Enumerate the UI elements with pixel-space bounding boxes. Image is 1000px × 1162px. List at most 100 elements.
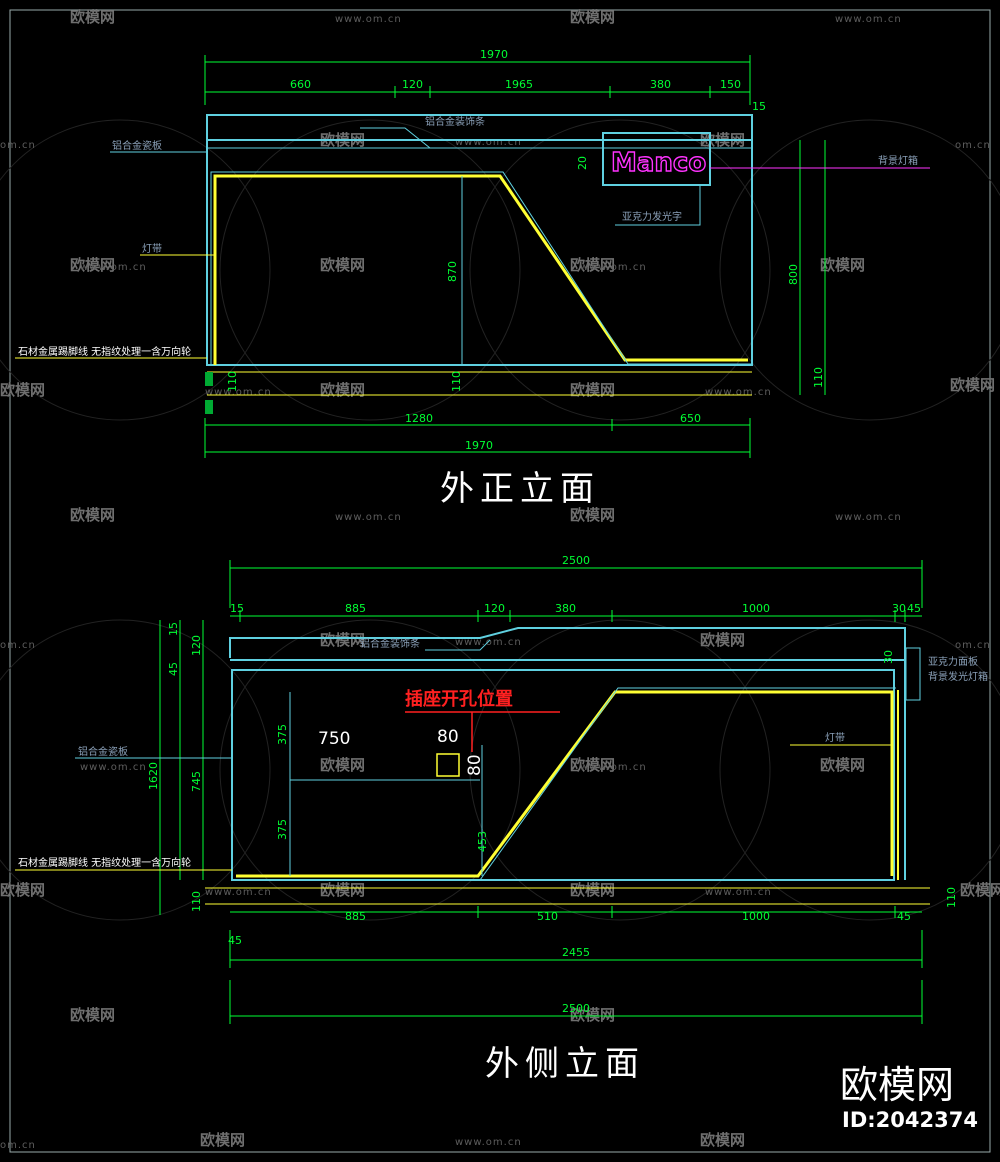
front-total-width-top: 1970 <box>480 48 508 61</box>
front-note-left-2: 灯带 <box>142 243 162 255</box>
watermark-url: www.om.cn <box>580 262 647 273</box>
side-left-dim-1: 15 <box>167 622 180 636</box>
side-left-dim-3: 120 <box>190 635 203 656</box>
front-bottom-seg-2: 650 <box>680 412 701 425</box>
side-top-seg-4: 380 <box>555 602 576 615</box>
front-elevation: 1970 660 120 1965 380 150 15 870 Manco 2… <box>15 48 930 509</box>
front-note-left-1: 铝合金瓷板 <box>112 139 162 152</box>
watermark-url: www.om.cn <box>80 262 147 273</box>
watermark-url: www.om.cn <box>580 762 647 773</box>
side-note-right-2: 背景发光灯箱 <box>928 670 988 683</box>
side-elevation-title: 外侧立面 <box>485 1044 645 1084</box>
watermark-brand: 欧模网 <box>0 881 45 899</box>
front-right-dim-110: 110 <box>812 367 825 388</box>
watermark-brand: 欧模网 <box>820 756 865 774</box>
front-counter-body <box>206 114 753 366</box>
side-right-base: 110 <box>945 887 958 908</box>
watermark-url-short: om.cn <box>0 640 36 651</box>
watermark-brand: 欧模网 <box>320 631 365 649</box>
watermark-brand: 欧模网 <box>320 881 365 899</box>
watermark-brand: 欧模网 <box>570 381 615 399</box>
side-counter-profile <box>236 690 894 878</box>
side-inner-dim-2: 375 <box>276 819 289 840</box>
side-left-dim-2: 45 <box>167 662 180 676</box>
watermark-brand: 欧模网 <box>70 256 115 274</box>
watermark-url: www.om.cn <box>705 387 772 398</box>
watermark-url: www.om.cn <box>835 14 902 25</box>
side-note-right-1: 亚克力面板 <box>928 655 978 668</box>
side-bottom-seg-4: 45 <box>897 910 911 923</box>
front-note-right: 背景灯箱 <box>878 154 918 167</box>
front-right-dim-800: 800 <box>787 264 800 285</box>
front-note-logo: 亚克力发光字 <box>622 210 682 223</box>
front-elevation-title: 外正立面 <box>440 469 600 509</box>
watermark-brand: 欧模网 <box>0 381 45 399</box>
front-top-seg-4: 380 <box>650 78 671 91</box>
front-note-left-3: 石材金属踢脚线 无指纹处理一含万向轮 <box>18 345 191 358</box>
watermark-stamp: 欧模网 ID:2042374 <box>840 1063 978 1132</box>
side-top-seg-7: 45 <box>907 602 921 615</box>
side-bottom-total: 2500 <box>562 1002 590 1015</box>
watermark-url: www.om.cn <box>705 887 772 898</box>
side-note-top: 铝合金装饰条 <box>360 637 420 650</box>
front-top-seg-5: 150 <box>720 78 741 91</box>
side-left-total: 1620 <box>147 762 160 790</box>
side-top-seg-5: 1000 <box>742 602 770 615</box>
side-note-right-3: 灯带 <box>825 732 845 744</box>
side-left-inner: 745 <box>190 771 203 792</box>
watermark-brand: 欧模网 <box>70 506 115 524</box>
front-top-seg-3: 1965 <box>505 78 533 91</box>
side-top-seg-3: 120 <box>484 602 505 615</box>
side-top-seg-2: 885 <box>345 602 366 615</box>
stamp-brand: 欧模网 <box>840 1063 954 1107</box>
front-mid-height: 870 <box>446 261 459 282</box>
watermark-url-short: om.cn <box>955 640 991 651</box>
watermark-brand: 欧模网 <box>570 256 615 274</box>
front-logo-text: Manco <box>611 148 706 178</box>
side-bottom-seg-1: 885 <box>345 910 366 923</box>
side-socket-hole <box>436 753 460 777</box>
watermark-brand: 欧模网 <box>570 756 615 774</box>
watermark-brand: 欧模网 <box>820 256 865 274</box>
watermark-url: www.om.cn <box>455 137 522 148</box>
watermark-url: www.om.cn <box>80 762 147 773</box>
side-bottom-seg-3: 1000 <box>742 910 770 923</box>
side-total-top: 2500 <box>562 554 590 567</box>
front-logo-height-dim: 20 <box>576 156 589 170</box>
watermark-brand: 欧模网 <box>320 756 365 774</box>
sheet-border <box>9 9 991 1153</box>
watermark-layer: 欧模网欧模网欧模网欧模网欧模网欧模网欧模网欧模网欧模网欧模网欧模网欧模网欧模网欧… <box>0 8 1000 1151</box>
side-bottom-seg-2: 510 <box>537 910 558 923</box>
watermark-url: www.om.cn <box>335 14 402 25</box>
front-note-top: 铝合金装饰条 <box>425 115 485 128</box>
front-bottom-seg-1: 1280 <box>405 412 433 425</box>
front-top-seg-1: 660 <box>290 78 311 91</box>
front-base-mid: 110 <box>450 371 463 392</box>
side-socket-height: 80 <box>465 754 485 776</box>
watermark-url: www.om.cn <box>455 1137 522 1148</box>
watermark-url-short: om.cn <box>0 1140 36 1151</box>
watermark-brand: 欧模网 <box>320 256 365 274</box>
watermark-url: www.om.cn <box>835 512 902 523</box>
side-top-seg-1: 15 <box>230 602 244 615</box>
side-elevation: 2500 15 885 120 380 1000 30 45 30 375 37… <box>15 554 988 1084</box>
watermark-url: www.om.cn <box>205 887 272 898</box>
watermark-url: www.om.cn <box>335 512 402 523</box>
front-base-left: 110 <box>226 371 239 392</box>
side-top-seg-6: 30 <box>892 602 906 615</box>
side-bottom-left-small: 45 <box>228 934 242 947</box>
watermark-brand: 欧模网 <box>570 1006 615 1024</box>
side-counter-top-edge <box>229 627 906 880</box>
side-bottom-inner-total: 2455 <box>562 946 590 959</box>
side-right-dim: 30 <box>882 650 895 664</box>
side-socket-label: 插座开孔位置 <box>405 688 513 710</box>
watermark-brand: 欧模网 <box>700 631 745 649</box>
side-slope-dim: 453 <box>476 831 489 852</box>
watermark-url-short: om.cn <box>0 140 36 151</box>
front-logo-box <box>602 132 711 186</box>
front-right-top-dim: 15 <box>752 100 766 113</box>
front-counter-profile <box>213 174 748 365</box>
watermark-brand: 欧模网 <box>960 881 1000 899</box>
front-top-seg-2: 120 <box>402 78 423 91</box>
